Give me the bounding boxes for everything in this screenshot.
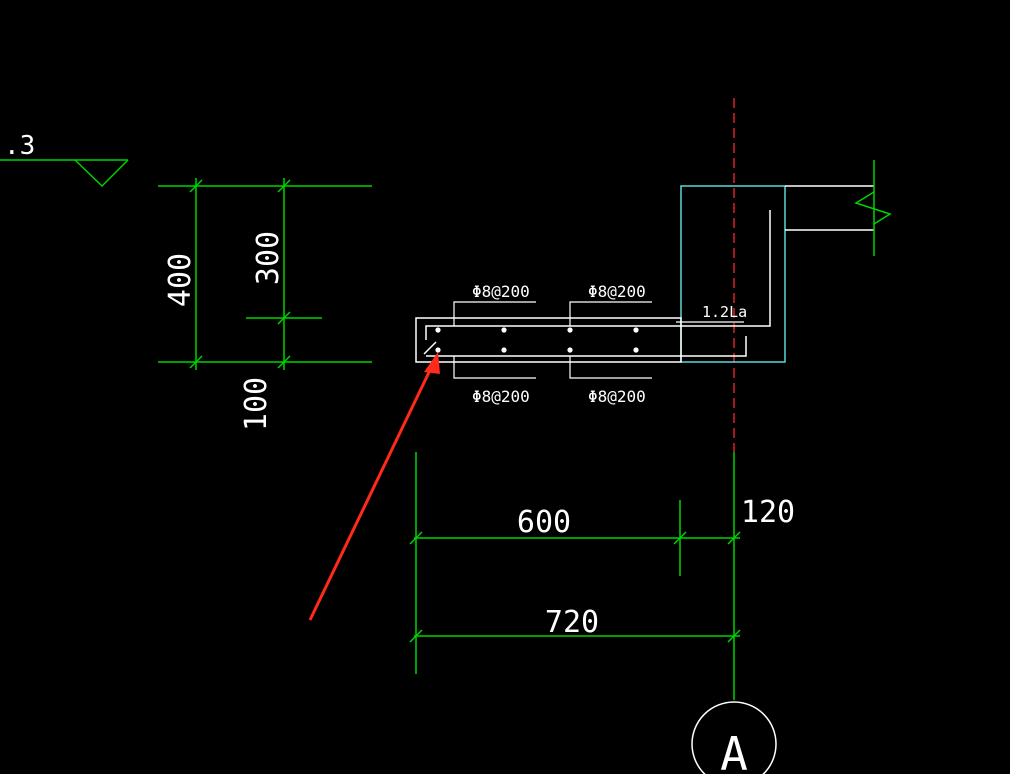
grid-axis-label: A (720, 727, 748, 774)
rebar-label-bottom-right: Φ8@200 (588, 387, 646, 406)
rebar-label-top-right: Φ8@200 (588, 282, 646, 301)
dim-120: 120 (741, 495, 795, 530)
dim-400: 400 (163, 253, 198, 307)
rebar-label-top-left: Φ8@200 (472, 282, 530, 301)
horizontal-dimensions (409, 452, 741, 700)
grid-axis-bubble: A (691, 701, 777, 774)
pointer-arrow-icon (308, 352, 440, 621)
dim-600: 600 (517, 505, 571, 540)
slab-connection (785, 185, 874, 231)
cantilever-slab (415, 210, 771, 363)
level-mark-text: .3 (4, 131, 35, 161)
dim-100: 100 (239, 377, 274, 431)
level-triangle-icon (74, 159, 129, 188)
wall-outline (680, 185, 786, 363)
anchorage-label: 1.2La (702, 303, 747, 321)
dim-300: 300 (251, 231, 286, 285)
rebar-label-bottom-left: Φ8@200 (472, 387, 530, 406)
rebar-dots (435, 327, 639, 353)
rebar-leaders (453, 301, 744, 379)
break-symbol-icon (854, 160, 892, 256)
level-mark: .3 (0, 131, 129, 188)
dim-720: 720 (545, 605, 599, 640)
vertical-dimensions (158, 178, 372, 370)
